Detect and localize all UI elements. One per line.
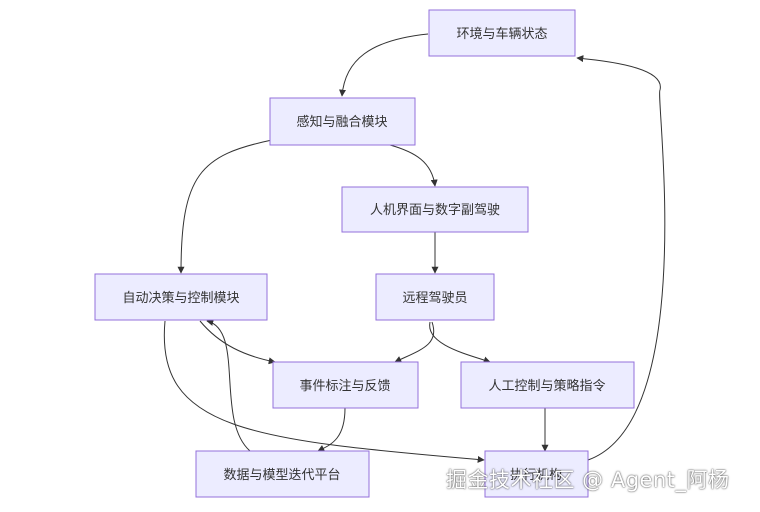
node-hmi-label: 人机界面与数字副驾驶 <box>370 203 500 218</box>
edge-perception-to-hmi <box>389 144 438 187</box>
node-remote-label: 远程驾驶员 <box>402 291 467 306</box>
node-perception-label: 感知与融合模块 <box>296 114 387 130</box>
edge-platform-to-autonomy <box>206 319 251 452</box>
edge-remote-to-events <box>394 321 435 363</box>
node-autonomy: 自动决策与控制模块 <box>94 273 268 321</box>
watermark: 掘金技术社区 @ Agent_阿杨 <box>446 468 730 492</box>
node-env-label: 环境与车辆状态 <box>456 26 547 42</box>
node-platform-label: 数据与模型迭代平台 <box>223 468 340 483</box>
node-manual: 人工控制与策略指令 <box>460 361 635 409</box>
node-autonomy-label: 自动决策与控制模块 <box>122 290 239 306</box>
node-manual-label: 人工控制与策略指令 <box>488 378 605 394</box>
node-hmi: 人机界面与数字副驾驶 <box>341 186 529 233</box>
edge-autonomy-to-events <box>199 320 276 365</box>
node-remote: 远程驾驶员 <box>375 273 495 321</box>
edge-env-to-perception <box>339 33 429 97</box>
node-actuator-label: 执行机构 <box>510 468 562 483</box>
node-events: 事件标注与反馈 <box>272 361 419 409</box>
node-events-label: 事件标注与反馈 <box>299 379 390 394</box>
edge-events-to-platform <box>317 407 346 452</box>
edge-autonomy-to-actuator <box>163 320 485 463</box>
node-actuator: 执行机构 <box>484 450 589 498</box>
edge-remote-to-manual <box>429 321 491 364</box>
node-env: 环境与车辆状态 <box>428 9 576 57</box>
edges <box>163 33 666 463</box>
edge-actuator-to-env <box>576 55 666 461</box>
edge-perception-to-autonomy <box>177 139 273 274</box>
node-platform: 数据与模型迭代平台 <box>195 450 370 498</box>
node-perception: 感知与融合模块 <box>269 97 416 146</box>
